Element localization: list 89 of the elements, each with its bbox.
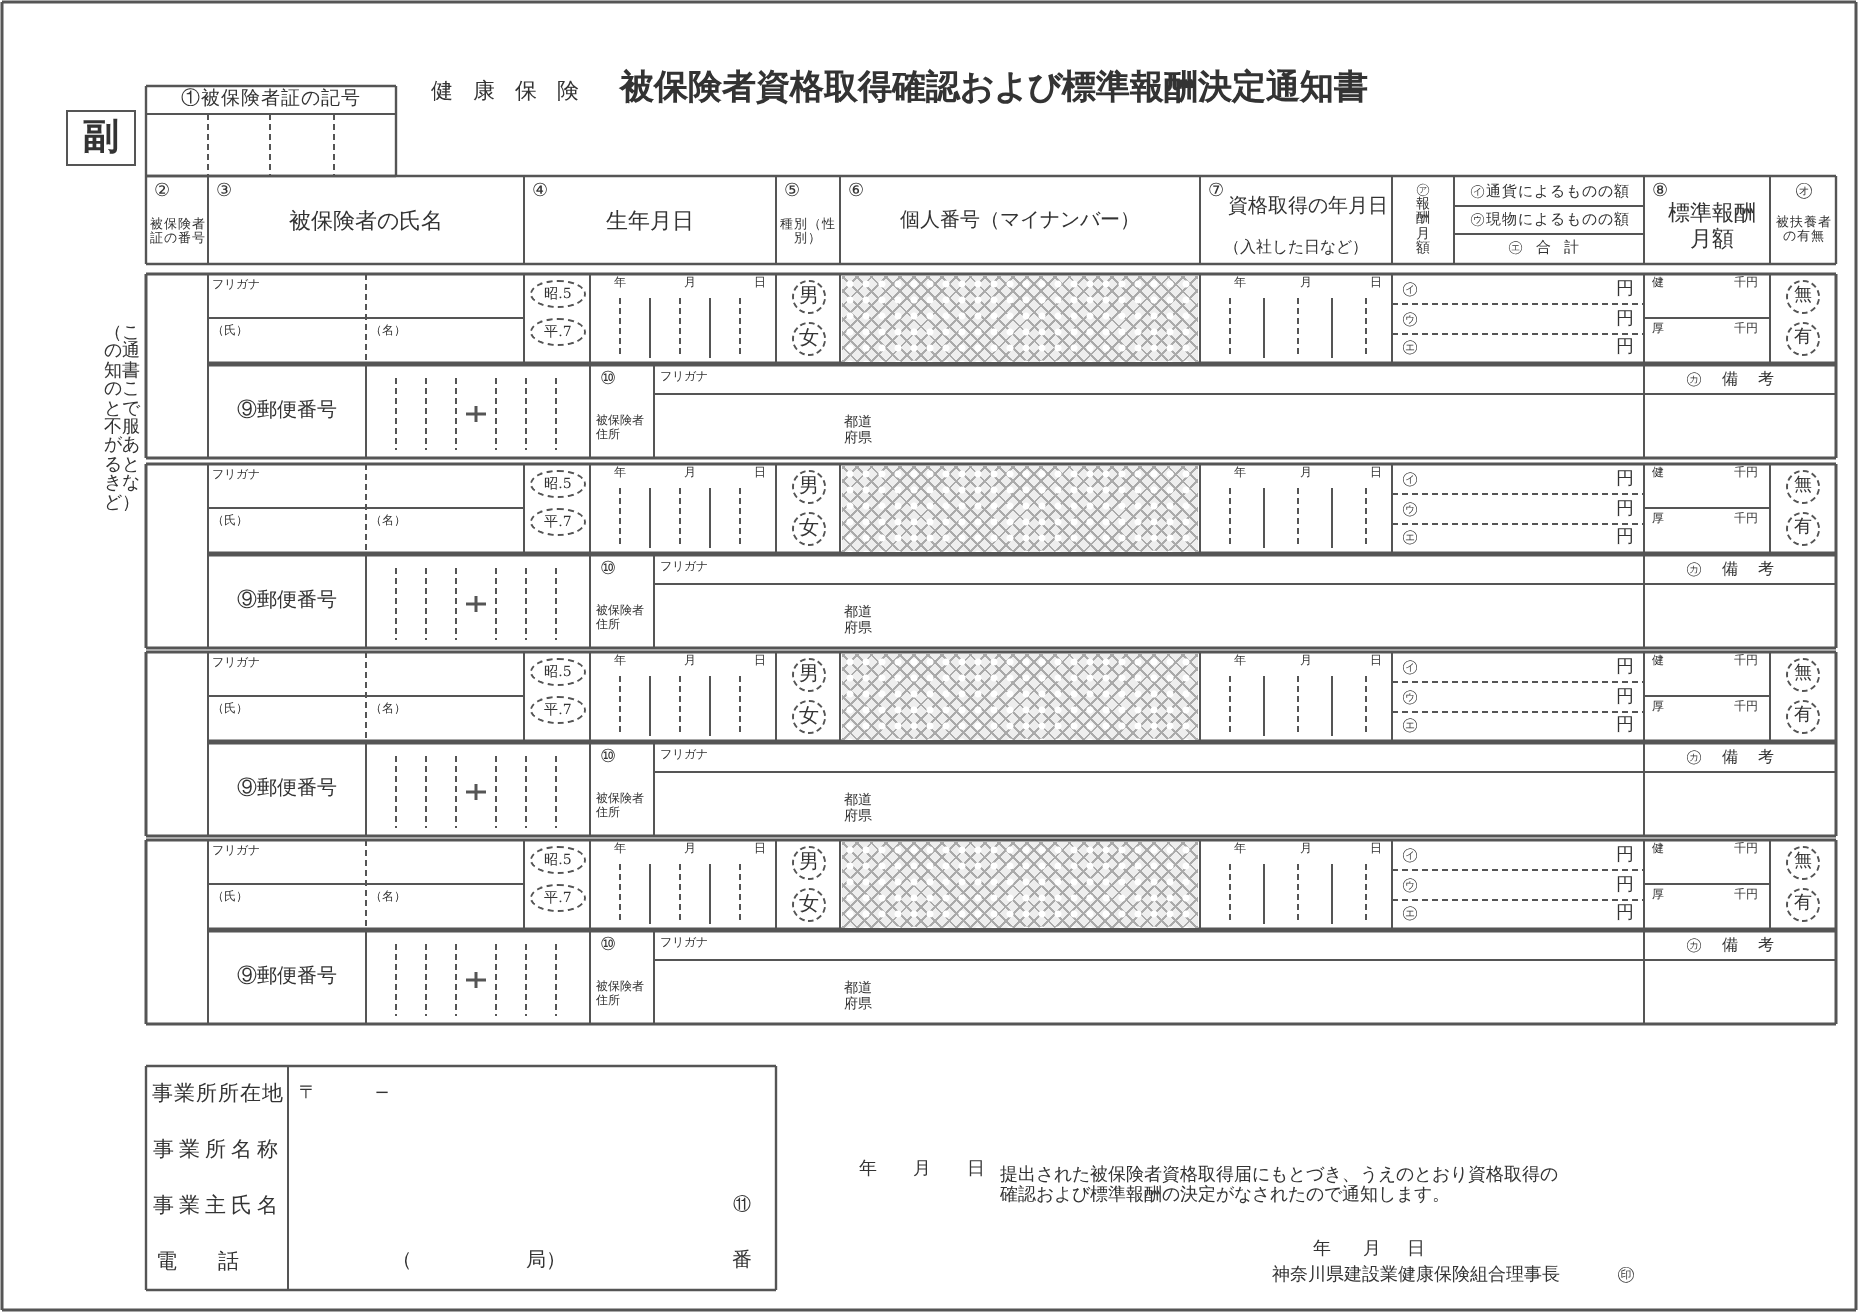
column-heading: 生年月日 <box>604 205 696 238</box>
title: 被保険者資格取得確認および標準報酬決定通知書 <box>620 66 1370 113</box>
sex-option: 男 <box>792 470 826 504</box>
field-caption: ㋒ <box>1400 874 1420 898</box>
column-number: ② <box>152 180 172 204</box>
field-caption: 番 <box>730 1247 754 1277</box>
column-heading: ①被保険者証の記号 <box>179 88 363 114</box>
field-caption: ㋓ <box>1400 336 1420 360</box>
field-heading: ⑨郵便番号 <box>235 397 339 427</box>
field-caption: ⑩ <box>598 558 618 582</box>
field-heading: ㋕備考 <box>1684 934 1796 959</box>
seal-mark: ㊞ <box>1615 1263 1637 1290</box>
unit-label: 円 <box>1614 468 1636 492</box>
field-heading: 事業主氏名 <box>151 1191 285 1222</box>
unit-label: 円 <box>1614 336 1636 360</box>
field-caption: ⑩ <box>598 934 618 958</box>
unit-label: 円 <box>1614 308 1636 332</box>
column-heading: 資格取得の年月日 <box>1228 193 1388 223</box>
unit-label: 円 <box>1614 498 1636 522</box>
choice-option: 有 <box>1786 888 1820 922</box>
field-heading: ⑨郵便番号 <box>235 587 339 617</box>
field-caption: ⑩ <box>598 368 618 392</box>
field-caption: 〒 <box>297 1081 319 1108</box>
field-caption: − <box>372 1081 392 1108</box>
column-number: ⑧ <box>1650 180 1668 204</box>
sex-option: 女 <box>792 888 826 922</box>
field-caption: （ <box>390 1248 414 1277</box>
field-caption: ㋓ <box>1400 526 1420 550</box>
field-caption: ⑩ <box>598 746 618 770</box>
field-caption: ㋒ <box>1400 308 1420 332</box>
field-heading: 電話 <box>154 1247 282 1278</box>
sex-option: 男 <box>792 846 826 880</box>
column-heading: （入社した日など） <box>1222 235 1370 260</box>
field-heading: 事業所名称 <box>151 1135 285 1166</box>
notice-text: 提出された被保険者資格取得届にもとづき、うえのとおり資格取得の確認および標準報酬の決定がなされたので通知します。 <box>1000 1163 1560 1210</box>
date-caption: 日 <box>1405 1237 1427 1264</box>
field-heading: ⑨郵便番号 <box>235 775 339 805</box>
field-heading: ㋕備考 <box>1684 558 1796 583</box>
unit-label: 円 <box>1614 278 1636 302</box>
date-caption: 年 <box>1311 1237 1333 1264</box>
column-number: ⑥ <box>846 180 866 204</box>
column-number: ⑦ <box>1206 180 1226 204</box>
column-number: ㋔ <box>1793 180 1815 204</box>
column-number: ④ <box>530 180 550 204</box>
choice-option: 無 <box>1786 280 1820 314</box>
field-caption: ㋒ <box>1400 686 1420 710</box>
unit-label: 円 <box>1614 714 1636 738</box>
issuer-name: 神奈川県建設業健康保険組合理事長 <box>1270 1263 1562 1290</box>
field-caption: ㋓ <box>1400 714 1420 738</box>
field-heading: 事業所所在地 <box>150 1079 286 1110</box>
field-caption: ㋓ <box>1400 902 1420 926</box>
choice-option: 無 <box>1786 846 1820 880</box>
field-caption: ㋑ <box>1400 278 1420 302</box>
field-caption: ㋑ <box>1400 468 1420 492</box>
field-heading: ㋕備考 <box>1684 368 1796 393</box>
field-caption: ㋑ <box>1400 656 1420 680</box>
seal-mark: ⑪ <box>731 1193 753 1220</box>
date-caption: 年 <box>857 1157 879 1184</box>
sex-option: 男 <box>792 280 826 314</box>
unit-label: 円 <box>1614 526 1636 550</box>
column-number: ③ <box>214 180 234 204</box>
sex-option: 男 <box>792 658 826 692</box>
unit-label: 円 <box>1614 656 1636 680</box>
column-heading: 被保険者の氏名 <box>287 205 445 238</box>
date-caption: 月 <box>911 1157 933 1184</box>
sex-option: 女 <box>792 322 826 356</box>
choice-option: 無 <box>1786 470 1820 504</box>
field-heading: ㋕備考 <box>1684 746 1796 771</box>
sex-option: 女 <box>792 512 826 546</box>
unit-label: 円 <box>1614 874 1636 898</box>
unit-label: 円 <box>1614 902 1636 926</box>
column-heading: 標準報酬月額 <box>1666 200 1758 256</box>
date-caption: 月 <box>1361 1237 1383 1264</box>
field-heading: ⑨郵便番号 <box>235 963 339 993</box>
choice-option: 有 <box>1786 700 1820 734</box>
column-heading: 個人番号（マイナンバー） <box>898 207 1142 237</box>
choice-option: 無 <box>1786 658 1820 692</box>
field-caption: ㋒ <box>1400 498 1420 522</box>
choice-option: 有 <box>1786 512 1820 546</box>
date-caption: 日 <box>965 1157 987 1184</box>
title-prefix: 健康保険 <box>429 75 601 108</box>
field-caption: 局） <box>524 1248 568 1277</box>
column-number: ⑤ <box>782 180 802 204</box>
unit-label: 円 <box>1614 844 1636 868</box>
sex-option: 女 <box>792 700 826 734</box>
field-caption: ㋑ <box>1400 844 1420 868</box>
unit-label: 円 <box>1614 686 1636 710</box>
choice-option: 有 <box>1786 322 1820 356</box>
copy-stamp: 副 <box>66 110 136 166</box>
